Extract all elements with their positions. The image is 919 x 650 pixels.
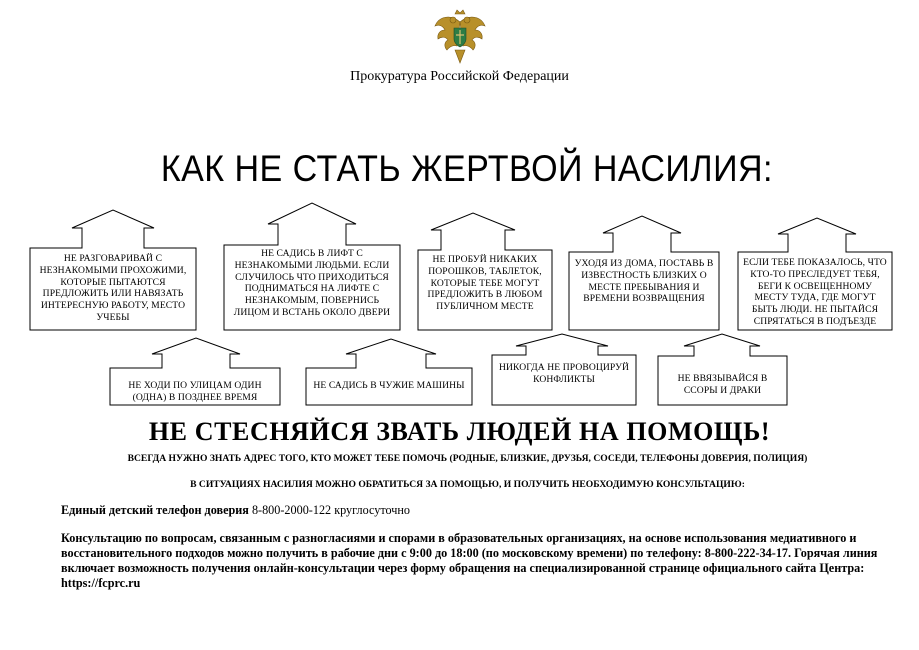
tip-late-streets: Не ходи по улицам один (одна) в позднее …: [128, 380, 262, 403]
tip-elevator: Не садись в лифт с незнакомыми людьми. Е…: [233, 248, 391, 318]
tip-strangers-cars: Не садись в чужие машины: [313, 380, 465, 391]
tip-pills: Не пробуй никаких порошков, таблеток, ко…: [427, 254, 543, 313]
tip-fights: Не ввязывайся в ссоры и драки: [677, 373, 768, 396]
tip-box-outline: [657, 333, 788, 406]
tip-conflicts: Никогда не провоцируй конфликты: [498, 362, 630, 385]
organization-name: Прокуратура Российской Федерации: [350, 69, 569, 84]
know-address-note: ВСЕГДА НУЖНО ЗНАТЬ АДРЕС ТОГО, КТО МОЖЕТ…: [127, 453, 808, 464]
call-for-help-heading: НЕ СТЕСНЯЙСЯ ЗВАТЬ ЛЮДЕЙ НА ПОМОЩЬ!: [148, 417, 771, 446]
tip-box-outline: [737, 217, 893, 331]
tip-inform-family: Уходя из дома, поставь в известность бли…: [574, 258, 714, 305]
tip-box-outline: [417, 212, 553, 331]
prosecutor-emblem-icon: [434, 9, 486, 64]
tips-diagram: [29, 202, 893, 406]
page-title: КАК НЕ СТАТЬ ЖЕРТВОЙ НАСИЛИЯ:: [160, 148, 773, 189]
tip-box-outline: [223, 202, 401, 331]
tip-box-outline: [109, 337, 281, 406]
tip-box-outline: [29, 209, 197, 331]
consultation-info: Консультацию по вопросам, связанным с ра…: [61, 531, 878, 590]
tip-strangers: Не разговаривай с незнакомыми прохожими,…: [39, 253, 187, 323]
violence-help-note: В СИТУАЦИЯХ НАСИЛИЯ МОЖНО ОБРАТИТЬСЯ ЗА …: [190, 479, 745, 490]
tip-being-followed: Если тебе показалось, что кто-то преслед…: [743, 257, 887, 327]
helpline: Единый детский телефон доверия 8-800-200…: [61, 503, 410, 518]
tip-box-outline: [568, 215, 720, 331]
helpline-number: 8-800-2000-122 круглосуточно: [251, 503, 411, 517]
tip-box-outline: [305, 338, 473, 406]
tip-box-outline: [491, 333, 637, 406]
helpline-label: Единый детский телефон доверия: [61, 503, 249, 517]
